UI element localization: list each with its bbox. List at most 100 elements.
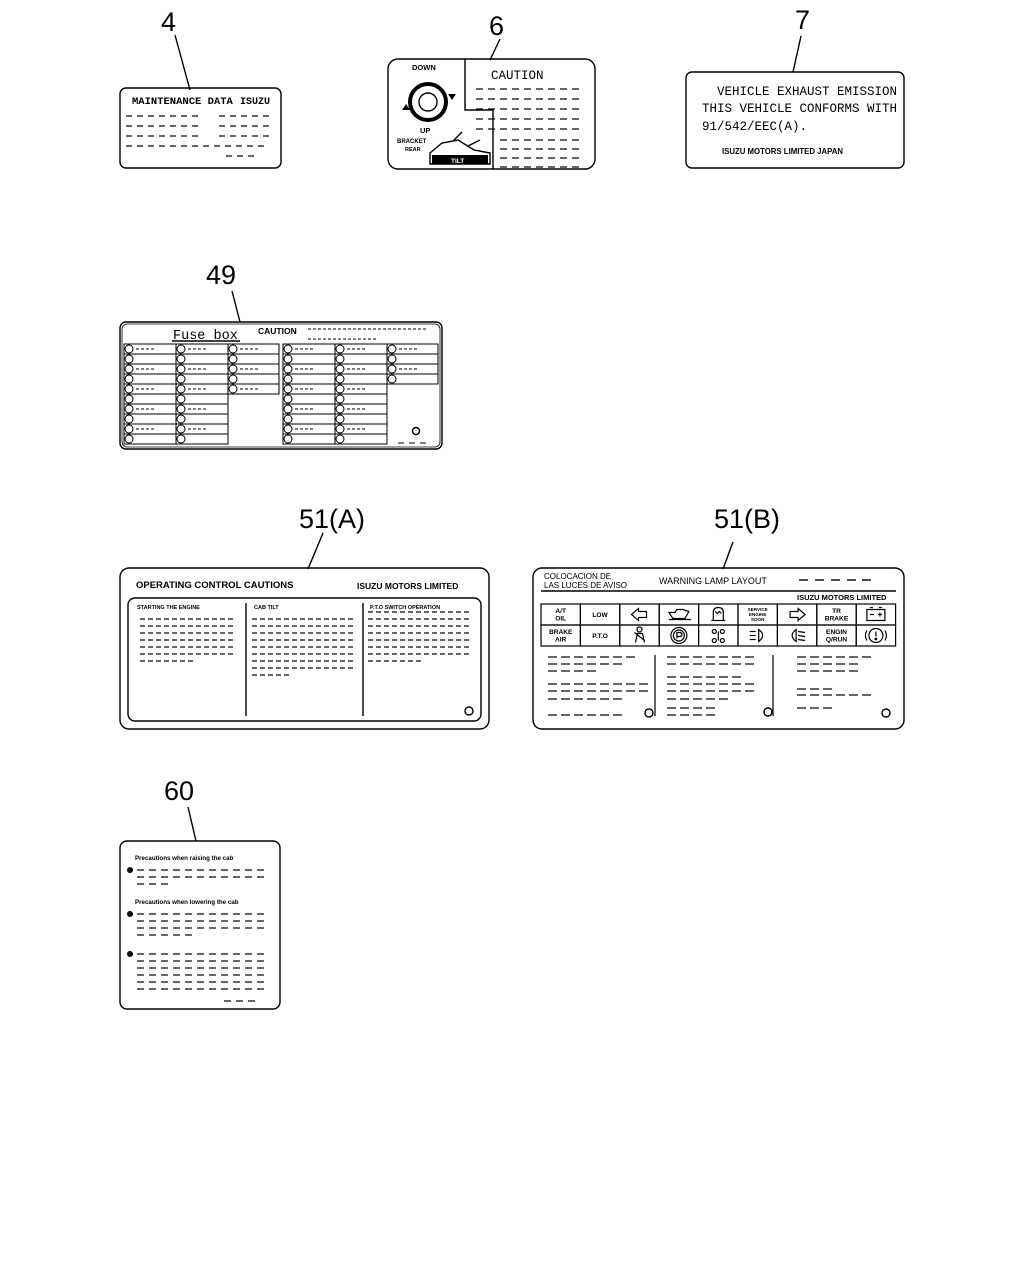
label-4: 4 MAINTENANCE DATA ISUZU [119, 7, 282, 169]
label-7-maker: ISUZU MOTORS LIMITED JAPAN [722, 147, 843, 156]
fuse-icon [283, 414, 293, 424]
label-51b-hole-icon-1 [644, 708, 654, 718]
fog-lamp-icon [791, 628, 806, 643]
arrow-up-icon [402, 104, 410, 110]
fuse-icon [176, 344, 186, 354]
fuse-icon [124, 344, 134, 354]
label-7: 7 VEHICLE EXHAUST EMISSION THIS VEHICLE … [685, 5, 905, 169]
label-7-line3: 91/542/EEC(A). [702, 120, 807, 134]
label-51b: 51(B) COLOCACION DE LAS LUCES DE AVISO W… [532, 504, 905, 730]
fuse-icon [283, 434, 293, 444]
fuse-icon [387, 364, 397, 374]
brake-warning-icon [864, 627, 887, 644]
fuse-icon [124, 354, 134, 364]
label-6-bracket-sub: REAR [405, 147, 421, 153]
label-51b-hole-icon-3 [881, 708, 891, 718]
label-51a-text-lines [140, 611, 469, 676]
leader-51b [722, 541, 734, 570]
warning-lamp-cell [658, 603, 700, 626]
label-51a-maker: ISUZU MOTORS LIMITED [357, 581, 458, 591]
label-7-line1: VEHICLE EXHAUST EMISSION [717, 85, 897, 99]
fuse-icon [124, 434, 134, 444]
fuse-icon [124, 364, 134, 374]
warning-lamp-grid: A/TOILLOWSERVICEENGINESOONTRBRAKEBRAKEAI… [540, 603, 897, 647]
label-51a-inner [127, 597, 482, 722]
warning-lamp-cell [855, 624, 897, 647]
warning-lamp-label: SOON [751, 617, 765, 622]
label-51a: 51(A) OPERATING CONTROL CAUTIONS ISUZU M… [119, 504, 490, 730]
fuse-icon [387, 374, 397, 384]
fuse-icon [176, 394, 186, 404]
high-beam-icon [749, 628, 764, 643]
callout-51a: 51(A) [299, 504, 365, 534]
label-51b-text-lines [548, 655, 871, 716]
label-6: 6 DOWN UP BRACKET REAR TILT CAUTION [387, 11, 596, 170]
fuse-icon [335, 424, 345, 434]
warning-lamp-label: SERVICE [748, 607, 768, 612]
label-49-outline [119, 321, 443, 450]
label-60-line2: Precautions when lowering the cab [135, 899, 239, 906]
warning-lamp-label: BRAKE [549, 629, 573, 636]
warning-lamp-label: ENGIN [826, 629, 847, 636]
label-51a-outline [119, 567, 490, 730]
callout-6: 6 [489, 11, 504, 41]
arrow-left-icon [630, 607, 648, 622]
fuse-icon [176, 414, 186, 424]
label-51b-spanish-1: COLOCACION DE [544, 572, 611, 581]
label-4-brand: ISUZU [240, 97, 270, 108]
label-4-text-lines [126, 115, 269, 157]
label-60: 60 Precautions when raising the cab Prec… [119, 776, 281, 1010]
parking-brake-icon [670, 626, 688, 645]
arrow-right-icon [789, 607, 807, 622]
fuse-icon [335, 414, 345, 424]
fuse-slot [334, 433, 388, 445]
fuse-icon [335, 354, 345, 364]
label-51a-title: OPERATING CONTROL CAUTIONS [136, 580, 293, 591]
label-7-outline [685, 71, 905, 169]
warning-lamp-cell [776, 603, 818, 626]
label-4-title: MAINTENANCE DATA [132, 96, 234, 108]
callout-51b: 51(B) [714, 504, 780, 534]
fuse-icon [228, 384, 238, 394]
label-6-up: UP [420, 126, 430, 135]
label-60-line1: Precautions when raising the cab [135, 855, 234, 862]
warning-lamp-cell [619, 624, 660, 647]
oil-can-icon [667, 608, 691, 621]
fuse-icon [335, 384, 345, 394]
battery-icon [866, 606, 886, 622]
label-6-tilt: TILT [451, 158, 464, 165]
fuse-grid [123, 328, 439, 445]
callout-60: 60 [164, 776, 194, 806]
label-51a-col1-heading: STARTING THE ENGINE [137, 605, 200, 611]
fuse-icon [228, 364, 238, 374]
glow-coil-icon [711, 606, 726, 622]
warning-lamp-label: AIR [555, 637, 567, 644]
fuse-icon [283, 344, 293, 354]
fuse-icon [283, 364, 293, 374]
fuse-icon [335, 374, 345, 384]
fuse-icon [335, 344, 345, 354]
callout-7: 7 [795, 5, 810, 35]
label-51a-col3-heading: P.T.O SWITCH OPERATION [370, 605, 440, 611]
fuse-icon [176, 404, 186, 414]
fuse-icon [283, 424, 293, 434]
label-49: 49 Fuse box CAUTION [119, 260, 443, 450]
callout-49: 49 [206, 260, 236, 290]
warning-lamp-label: Q/RUN [826, 637, 847, 644]
fuse-icon [335, 364, 345, 374]
label-6-outline [387, 58, 596, 170]
fuse-icon [124, 404, 134, 414]
fuse-icon [335, 404, 345, 414]
label-51b-title: WARNING LAMP LAYOUT [659, 576, 767, 586]
warning-lamp-label: ENGINE [749, 612, 767, 617]
fuse-icon [176, 364, 186, 374]
fuse-slot [227, 383, 280, 395]
fuse-slot [175, 433, 229, 445]
fuse-icon [176, 354, 186, 364]
fuse-icon [124, 394, 134, 404]
label-51b-hole-icon-2 [763, 707, 773, 717]
label-49-caution: CAUTION [258, 326, 297, 336]
warning-lamp-label: TR [832, 608, 841, 615]
warning-lamp-label: LOW [592, 612, 608, 619]
bullet-icon [127, 911, 133, 917]
